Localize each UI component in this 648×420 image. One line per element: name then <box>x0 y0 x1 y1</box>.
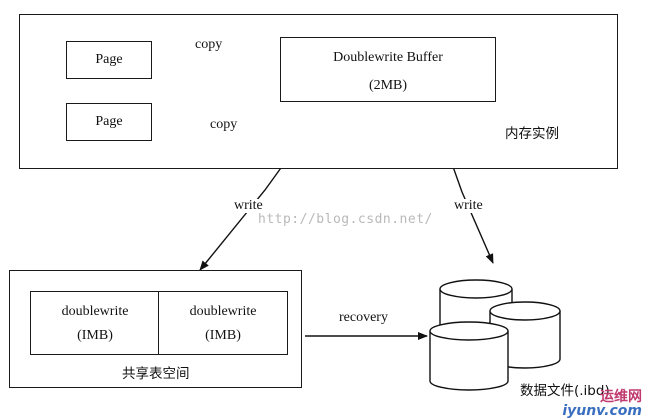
doublewrite-cell-2: doublewrite (IMB) <box>158 291 288 355</box>
memory-instance-label: 内存实例 <box>505 126 559 142</box>
site-logo-line1: 运维网 <box>600 389 642 405</box>
copy-label-bottom: copy <box>210 117 238 132</box>
doublewrite-cell-2-size: (IMB) <box>205 328 241 343</box>
doublewrite-cell-2-title: doublewrite <box>189 304 257 319</box>
write-label-left: write <box>232 198 265 213</box>
data-files-label: 数据文件(.ibd) <box>520 383 610 399</box>
recovery-label: recovery <box>339 310 388 325</box>
copy-label-top: copy <box>195 37 223 52</box>
doublewrite-buffer-title: Doublewrite Buffer <box>333 50 443 65</box>
doublewrite-buffer-size: (2MB) <box>368 78 408 93</box>
shared-tablespace-label: 共享表空间 <box>122 366 190 382</box>
write-label-right: write <box>452 198 485 213</box>
site-logo-line2: iyunv.com <box>562 403 642 419</box>
page-1-label: Page <box>95 52 123 67</box>
watermark-url: http://blog.csdn.net/ <box>258 212 433 227</box>
page-2-label: Page <box>95 114 123 129</box>
site-logo: 运维网 iyunv.com <box>562 390 642 418</box>
page-box-2: Page <box>66 103 152 141</box>
page-box-1: Page <box>66 41 152 79</box>
doublewrite-cell-1-size: (IMB) <box>77 328 113 343</box>
data-file-cylinder-front <box>429 321 509 391</box>
doublewrite-cell-1-title: doublewrite <box>61 304 129 319</box>
doublewrite-cell-1: doublewrite (IMB) <box>30 291 160 355</box>
doublewrite-buffer-box: Doublewrite Buffer (2MB) <box>280 37 496 102</box>
